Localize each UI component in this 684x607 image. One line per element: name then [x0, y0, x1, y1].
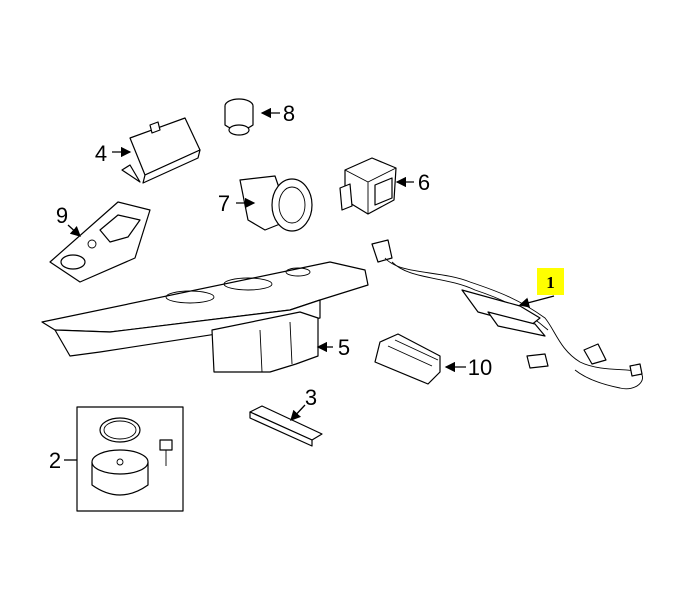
- part-3-pad[interactable]: [249, 405, 323, 447]
- callout-2[interactable]: 2: [49, 448, 61, 473]
- callout-8[interactable]: 8: [283, 101, 295, 126]
- leader-1: [518, 295, 555, 308]
- part-2-knob-kit[interactable]: [76, 406, 184, 512]
- part-8-cap[interactable]: [224, 98, 254, 136]
- leader-3: [290, 404, 306, 421]
- callout-4[interactable]: 4: [95, 141, 107, 166]
- part-6-switch[interactable]: [339, 157, 397, 215]
- callout-6[interactable]: 6: [418, 170, 430, 195]
- callout-5[interactable]: 5: [338, 335, 350, 360]
- part-4-module[interactable]: [121, 117, 201, 184]
- part-7-socket[interactable]: [239, 175, 313, 232]
- leader-9: [67, 224, 81, 237]
- callout-1-highlight: [537, 268, 564, 295]
- part-1-wiring-harness[interactable]: [371, 239, 643, 390]
- callout-10[interactable]: 10: [468, 355, 492, 380]
- callout-1[interactable]: 1: [546, 273, 555, 292]
- callout-7[interactable]: 7: [218, 191, 230, 216]
- callout-9[interactable]: 9: [56, 203, 68, 228]
- part-5-console[interactable]: [41, 261, 369, 373]
- callout-3[interactable]: 3: [305, 385, 317, 410]
- part-10-switch[interactable]: [374, 333, 441, 385]
- part-9-bezel[interactable]: [49, 201, 151, 283]
